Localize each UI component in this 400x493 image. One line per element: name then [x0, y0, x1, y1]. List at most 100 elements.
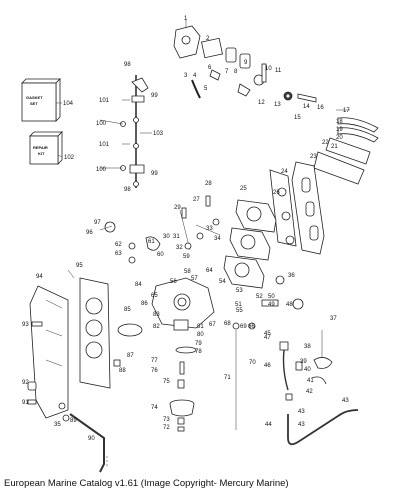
callout-90: 90	[88, 436, 95, 442]
callout-36: 36	[288, 273, 295, 279]
fuel-pump-assembly	[173, 25, 317, 103]
callout-52: 52	[256, 294, 263, 300]
callout-88: 88	[119, 368, 126, 374]
callout-38: 38	[304, 344, 311, 350]
throttle-linkage-rod	[120, 75, 149, 188]
callout-104: 104	[63, 101, 74, 107]
callout-56: 56	[170, 279, 177, 285]
callout-27: 27	[193, 197, 200, 203]
callout-43-lower: 43	[298, 409, 305, 415]
callout-62: 62	[115, 242, 122, 248]
callout-9: 9	[244, 60, 248, 66]
callout-1: 1	[184, 16, 188, 22]
callout-32: 32	[176, 245, 183, 251]
callout-26: 26	[273, 190, 280, 196]
callout-5: 5	[204, 86, 208, 92]
callout-61: 61	[148, 239, 155, 245]
callout-101-bottom: 101	[99, 142, 110, 148]
callout-71: 71	[224, 375, 231, 381]
callout-67: 67	[209, 322, 216, 328]
callout-30: 30	[163, 234, 170, 240]
callout-47: 47	[264, 335, 271, 341]
callout-4: 4	[193, 73, 197, 79]
repair-kit-box: REPAIR KIT	[29, 131, 63, 165]
callout-58: 58	[184, 269, 191, 275]
callout-81: 81	[197, 324, 204, 330]
callout-100-top: 100	[96, 121, 107, 127]
callout-57: 57	[191, 276, 198, 282]
callout-12: 12	[258, 100, 265, 106]
callout-68: 68	[224, 321, 231, 327]
callout-10: 10	[265, 66, 272, 72]
callout-46: 46	[264, 363, 271, 369]
callout-40: 40	[304, 367, 311, 373]
callout-33: 33	[206, 226, 213, 232]
callout-51: 51	[235, 302, 242, 308]
callout-labels: 1 2 3 4 5 6 7 8 9 10 11 12 13 14 15 16 1…	[22, 16, 350, 442]
gasket-set-label-2: SET	[30, 101, 38, 106]
callout-75: 75	[163, 379, 170, 385]
callout-97: 97	[94, 220, 101, 226]
callout-66: 66	[248, 324, 255, 330]
side-cover-plate	[29, 285, 69, 419]
callout-3: 3	[184, 73, 188, 79]
callout-89: 89	[70, 418, 77, 424]
callout-31: 31	[173, 234, 180, 240]
callout-82: 82	[153, 324, 160, 330]
callout-17: 17	[343, 108, 350, 114]
float-bowl-stack	[169, 361, 195, 432]
repair-kit-label-1: REPAIR	[33, 145, 48, 150]
callout-95: 95	[76, 263, 83, 269]
fasteners-and-tube	[27, 321, 121, 473]
callout-15: 15	[294, 115, 301, 121]
callout-44: 44	[265, 422, 272, 428]
carb-linkage	[99, 195, 221, 264]
callout-54: 54	[219, 279, 226, 285]
callout-13: 13	[274, 102, 281, 108]
callout-29: 29	[174, 205, 181, 211]
callout-99-top: 99	[151, 93, 158, 99]
callout-98-top: 98	[124, 62, 131, 68]
callout-83: 83	[153, 312, 160, 318]
callout-16: 16	[317, 105, 324, 111]
callout-14: 14	[303, 104, 310, 110]
callout-35: 35	[54, 422, 61, 428]
callout-25: 25	[240, 186, 247, 192]
callout-65: 65	[151, 293, 158, 299]
callout-100-bottom: 100	[96, 167, 107, 173]
callout-85: 85	[124, 307, 131, 313]
callout-37: 37	[330, 316, 337, 322]
callout-93: 93	[22, 322, 29, 328]
callout-87: 87	[127, 353, 134, 359]
callout-24: 24	[281, 169, 288, 175]
callout-42: 42	[306, 389, 313, 395]
callout-53: 53	[236, 288, 243, 294]
callout-78: 78	[195, 349, 202, 355]
callout-28: 28	[205, 181, 212, 187]
callout-94: 94	[36, 274, 43, 280]
callout-96: 96	[86, 230, 93, 236]
callout-23: 23	[310, 154, 317, 160]
callout-73: 73	[163, 417, 170, 423]
gasket-set-box: GASKET SET	[21, 78, 61, 122]
callout-103: 103	[153, 131, 164, 137]
callout-99-bottom: 99	[151, 171, 158, 177]
callout-102: 102	[64, 155, 75, 161]
callout-92: 92	[22, 380, 29, 386]
callout-55: 55	[236, 308, 243, 314]
callout-98-bottom: 98	[124, 187, 131, 193]
callout-64: 64	[206, 268, 213, 274]
callout-11: 11	[275, 68, 282, 74]
callout-59: 59	[183, 254, 190, 260]
callout-86: 86	[141, 301, 148, 307]
callout-91: 91	[22, 400, 29, 406]
fuel-lines	[232, 275, 359, 446]
callout-74: 74	[151, 405, 158, 411]
callout-21: 21	[331, 144, 338, 150]
callout-6: 6	[208, 65, 212, 71]
callout-39: 39	[300, 359, 307, 365]
callout-70: 70	[249, 360, 256, 366]
callout-77: 77	[151, 358, 158, 364]
callout-7: 7	[225, 69, 229, 75]
